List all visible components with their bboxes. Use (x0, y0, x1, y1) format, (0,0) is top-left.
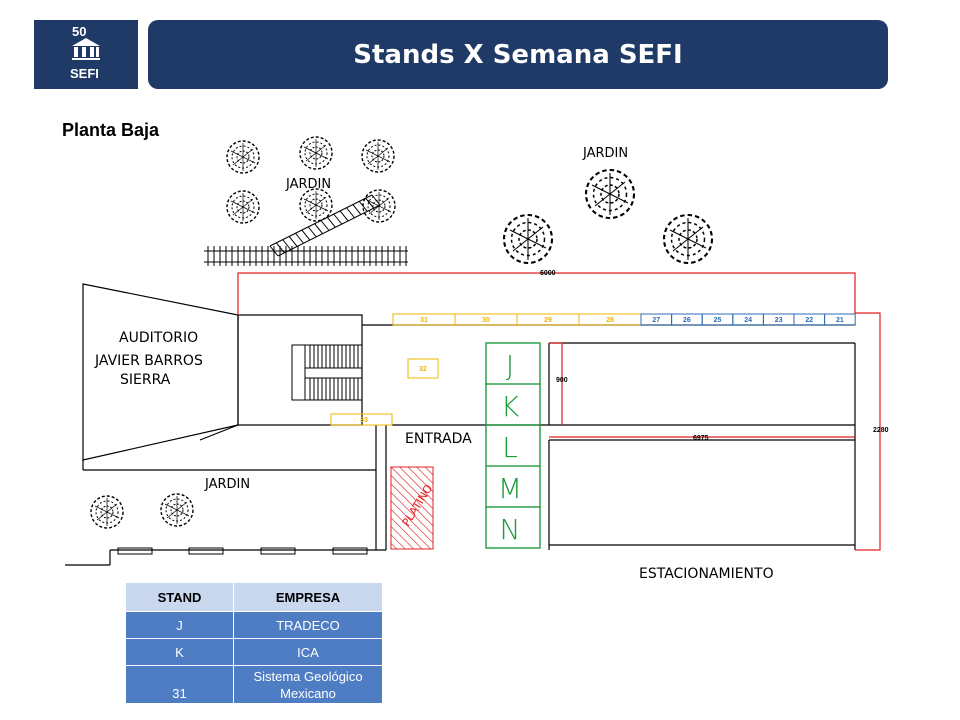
table-cell: 31 (125, 665, 234, 704)
table-cell: TRADECO (233, 611, 383, 639)
table-row: J TRADECO (125, 611, 383, 639)
tree-icon (361, 139, 395, 173)
stand-32[interactable] (407, 358, 439, 379)
stand-label: K (501, 390, 520, 423)
sefi-logo: 50 SEFI (34, 20, 138, 89)
parking-label: ESTACIONAMIENTO (639, 566, 774, 582)
auditorium-label: SIERRA (120, 372, 171, 388)
svg-text:SEFI: SEFI (70, 66, 99, 81)
fence (204, 246, 408, 266)
auditorium-label: AUDITORIO (119, 330, 198, 346)
stands-table: STAND EMPRESA J TRADECO K ICA 31 Sistema… (125, 582, 383, 704)
tree-icon (662, 213, 714, 265)
auditorium-label: JAVIER BARROS (94, 353, 203, 369)
stand-label: 30 (482, 317, 490, 324)
stand-N[interactable] (485, 506, 541, 549)
dimension-label: 900 (556, 377, 568, 384)
stand-label: 24 (744, 317, 752, 324)
stand-label: 31 (420, 317, 428, 324)
dimension-label: 6000 (540, 270, 556, 277)
stand-label: 23 (775, 317, 783, 324)
benches (117, 547, 368, 555)
stand-label: 29 (544, 317, 552, 324)
stand-label: N (500, 513, 521, 546)
stand-platinum[interactable] (390, 466, 434, 550)
stand-21[interactable] (824, 313, 856, 326)
stand-label: 33 (360, 417, 368, 424)
stand-label: L (502, 431, 518, 464)
page-title: Stands X Semana SEFI (353, 39, 683, 70)
stand-label: 27 (652, 317, 660, 324)
tree-icon (502, 213, 554, 265)
table-cell: K (125, 638, 234, 666)
tree-icon (584, 168, 636, 220)
tree-icon (226, 190, 260, 224)
stand-label: 26 (683, 317, 691, 324)
garden-label: JARDIN (285, 177, 331, 192)
stands-top-yellow: 31 30 29 28 (392, 313, 642, 326)
sefi-logo-icon: 50 SEFI (70, 24, 100, 81)
entrance-label: ENTRADA (405, 431, 472, 447)
garden-label: JARDIN (582, 146, 628, 161)
stand-label: M (498, 472, 522, 505)
table-header: EMPRESA (233, 582, 383, 612)
tree-icon (160, 493, 194, 527)
tree-icon (226, 140, 260, 174)
stands-top-blue: 27 26 25 24 23 22 21 (640, 313, 856, 326)
table-cell: ICA (233, 638, 383, 666)
tree-icon (299, 136, 333, 170)
perimeter-outline (237, 272, 881, 551)
svg-text:50: 50 (72, 24, 86, 39)
table-header: STAND (125, 582, 234, 612)
tree-icon (299, 188, 333, 222)
table-cell: Sistema Geológico Mexicano (233, 665, 383, 704)
dimension-label: 6975 (693, 435, 709, 442)
dimension-label: 2280 (873, 427, 889, 434)
title-bar: Stands X Semana SEFI (148, 20, 888, 89)
stand-label: 32 (419, 366, 427, 373)
table-cell: J (125, 611, 234, 639)
floor-title: Planta Baja (62, 120, 160, 140)
stand-33[interactable] (330, 413, 393, 426)
stand-label: 21 (836, 317, 844, 324)
garden-label: JARDIN (204, 477, 250, 492)
stand-label: 22 (805, 317, 813, 324)
tree-icon (90, 495, 124, 529)
stand-label: 25 (714, 317, 722, 324)
table-row: 31 Sistema Geológico Mexicano (125, 665, 383, 704)
ramp (269, 194, 381, 257)
stand-label: J (506, 349, 514, 382)
stairs (291, 344, 363, 401)
stand-label: 28 (606, 317, 614, 324)
table-row: K ICA (125, 638, 383, 666)
